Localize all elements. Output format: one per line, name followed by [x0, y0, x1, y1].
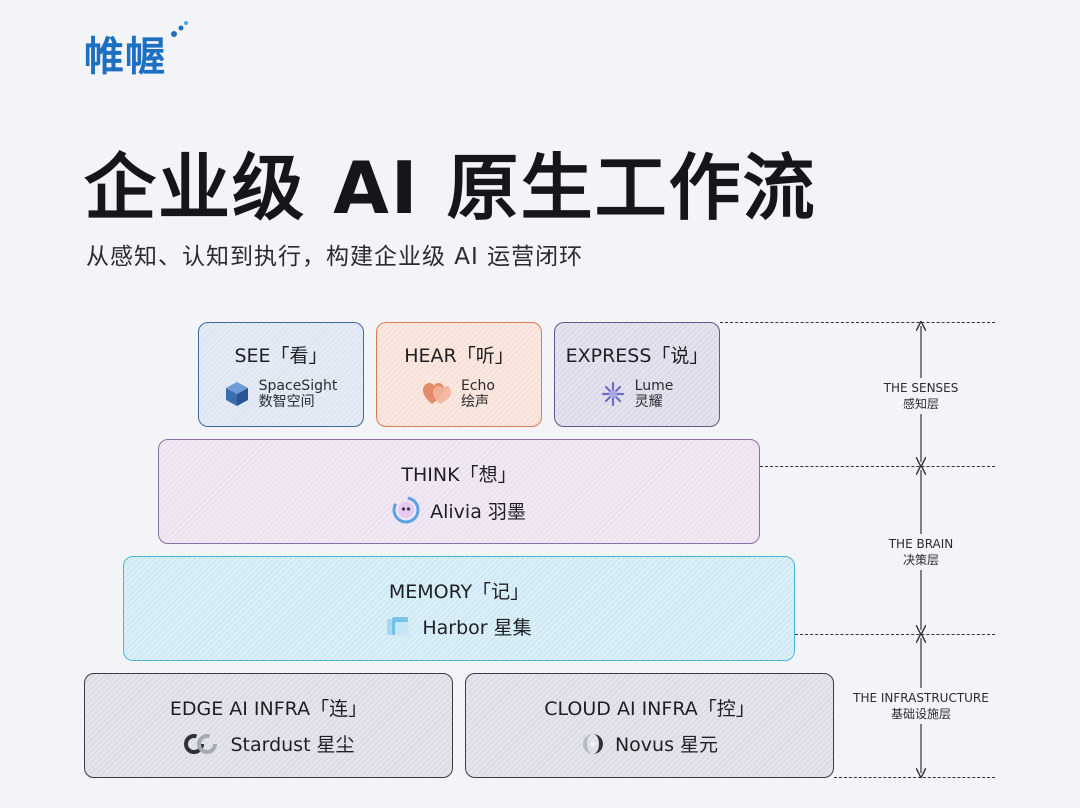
- module-think: THINK「想」 Alivia 羽墨: [158, 439, 760, 544]
- layer-label-brain: THE BRAIN 决策层: [871, 534, 971, 570]
- page-subtitle: 从感知、认知到执行，构建企业级 AI 运营闭环: [86, 244, 584, 270]
- module-see-title: SEE「看」: [234, 345, 328, 367]
- module-cloud-infra: CLOUD AI INFRA「控」 Novus 星元: [465, 673, 834, 778]
- module-memory-title: MEMORY「记」: [388, 581, 530, 603]
- novus-name: Novus 星元: [614, 734, 719, 756]
- layer-senses-cn: 感知层: [902, 397, 939, 411]
- module-edge-title: EDGE AI INFRA「连」: [169, 698, 368, 720]
- stardust-ring-icon: [184, 733, 218, 754]
- stardust-name: Stardust 星尘: [230, 734, 355, 756]
- layer-brain-en: THE BRAIN: [888, 537, 954, 551]
- alivia-name: Alivia 羽墨: [430, 500, 526, 523]
- novus-orb-icon: [582, 733, 603, 754]
- module-see: SEE「看」 SpaceSight 数智空间: [198, 322, 364, 427]
- guide-line-bottom: [834, 777, 995, 778]
- layer-senses-en: THE SENSES: [883, 381, 959, 395]
- guide-line-top: [720, 322, 995, 323]
- page-title: 企业级 AI 原生工作流: [84, 146, 817, 230]
- spacesight-name-cn: 数智空间: [258, 394, 315, 410]
- spacesight-name-en: SpaceSight: [258, 378, 338, 394]
- layer-label-senses: THE SENSES 感知层: [871, 378, 971, 414]
- alivia-bot-icon: [392, 496, 420, 524]
- harbor-name: Harbor 星集: [422, 617, 532, 639]
- brand-logo: 帷幄: [84, 34, 166, 80]
- echo-name-cn: 绘声: [461, 394, 489, 410]
- guide-line-senses: [760, 466, 995, 467]
- module-express-title: EXPRESS「说」: [565, 345, 709, 367]
- module-express: EXPRESS「说」 Lume 灵耀: [554, 322, 720, 427]
- layer-brain-cn: 决策层: [902, 553, 939, 567]
- lume-name-en: Lume: [634, 378, 674, 394]
- layer-label-infra: THE INFRASTRUCTURE 基础设施层: [846, 688, 996, 724]
- layer-infra-cn: 基础设施层: [890, 707, 951, 721]
- echo-name-en: Echo: [461, 378, 495, 394]
- logo-dots-icon: [171, 21, 188, 37]
- module-edge-infra: EDGE AI INFRA「连」 Stardust 星尘: [84, 673, 453, 778]
- module-think-title: THINK「想」: [401, 464, 517, 486]
- lume-name-cn: 灵耀: [634, 394, 663, 410]
- echo-heart-icon: [423, 383, 451, 404]
- spacesight-cube-icon: [225, 382, 248, 406]
- module-hear: HEAR「听」 Echo 绘声: [376, 322, 542, 427]
- guide-line-brain: [795, 634, 995, 635]
- harbor-stack-icon: [387, 616, 411, 637]
- lume-spark-icon: [601, 381, 624, 407]
- module-memory: MEMORY「记」 Harbor 星集: [123, 556, 795, 661]
- module-cloud-title: CLOUD AI INFRA「控」: [544, 698, 755, 720]
- module-hear-title: HEAR「听」: [404, 345, 514, 367]
- layer-infra-en: THE INFRASTRUCTURE: [853, 691, 989, 705]
